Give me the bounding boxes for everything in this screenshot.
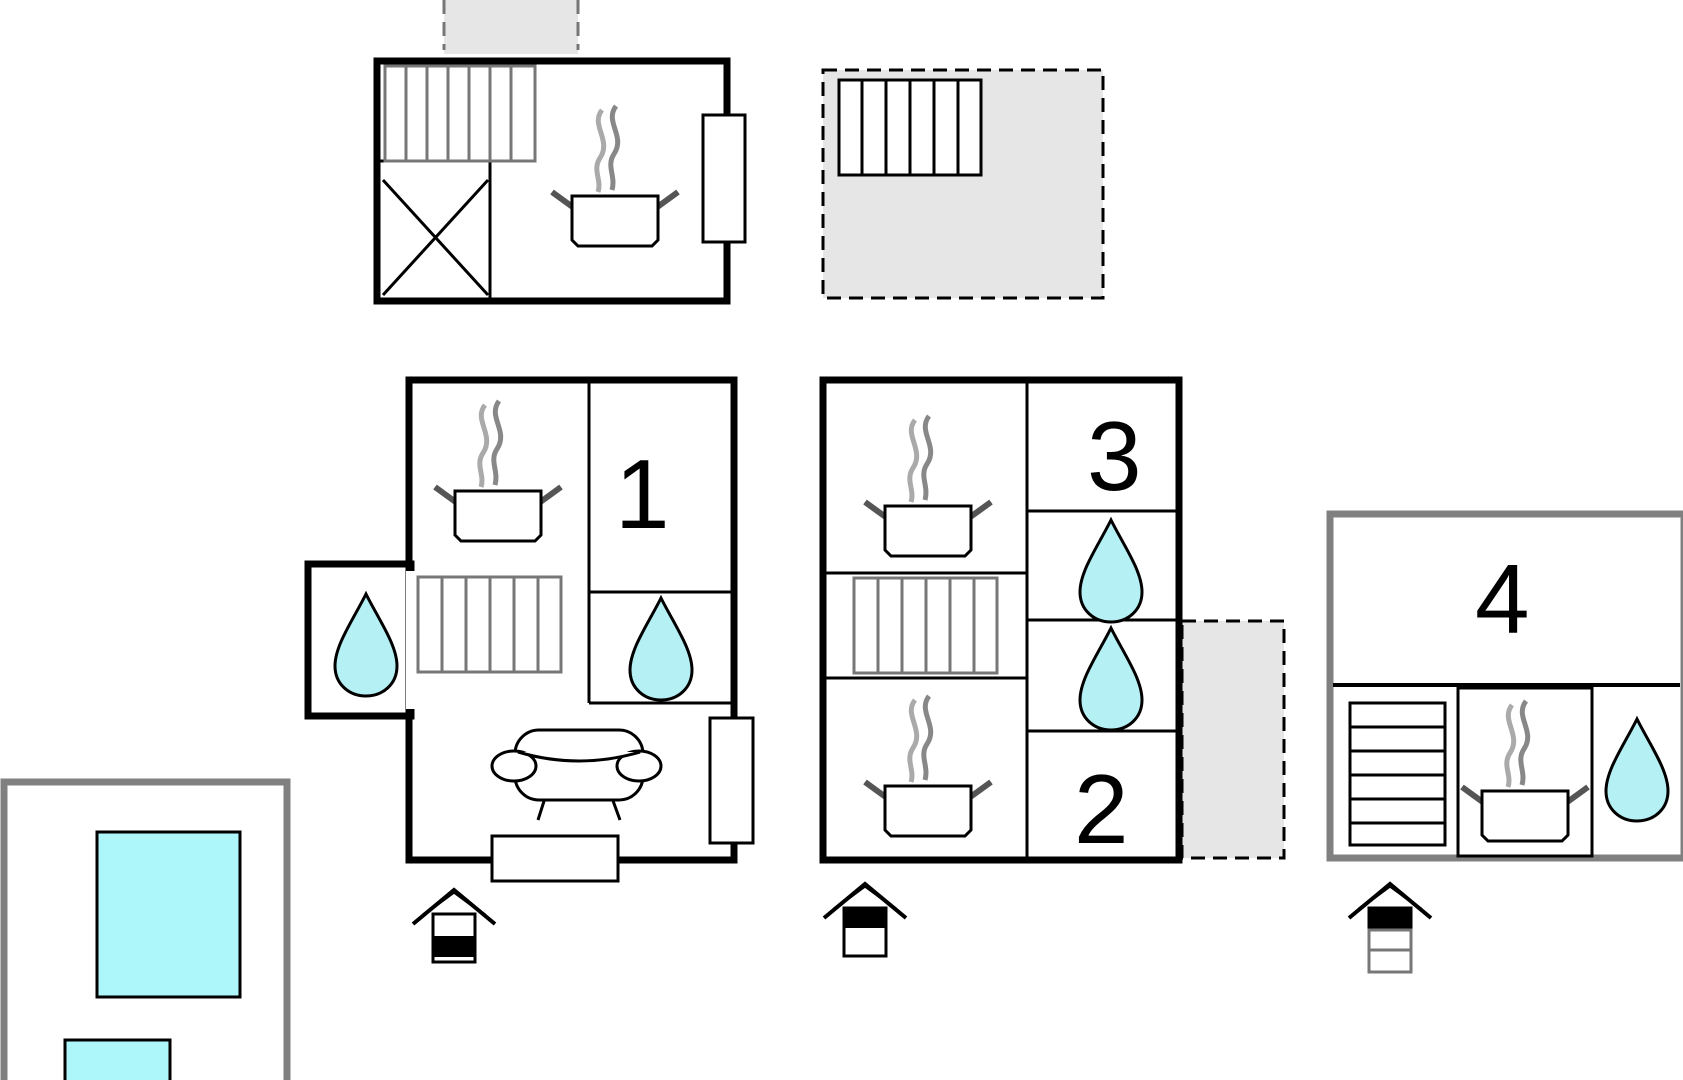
garden-walls <box>0 778 291 1080</box>
room-number-4: 4 <box>1475 544 1530 654</box>
bathroom-drop-icon <box>1604 717 1670 823</box>
terrace-house-2 <box>1180 619 1286 860</box>
house-4-walls <box>1326 510 1683 862</box>
house-2-3-walls <box>819 376 1183 864</box>
bathroom-drop-icon <box>333 592 399 698</box>
pool-icon <box>95 830 242 999</box>
window-icon <box>708 716 755 845</box>
room-number-2: 2 <box>1074 754 1129 864</box>
stairs-icon <box>837 78 983 177</box>
bathroom-drop-icon <box>628 596 694 702</box>
window-icon <box>490 834 620 883</box>
entrance-icon <box>822 882 908 958</box>
stairs-icon <box>1348 701 1447 847</box>
entrance-icon <box>1347 882 1433 974</box>
upper-terrace-right <box>821 68 1105 300</box>
kitchen-pot-icon <box>435 401 561 541</box>
bathroom-drop-icon <box>1078 626 1144 732</box>
pool-area <box>0 778 291 1080</box>
stairs-icon <box>416 575 563 674</box>
kitchen-pot-icon <box>552 106 678 246</box>
bathroom-drop-icon <box>1078 518 1144 624</box>
stairs-icon <box>852 576 999 675</box>
window-icon <box>701 113 747 244</box>
kitchen-pot-icon <box>865 696 991 836</box>
house-4: 4 <box>1326 510 1683 974</box>
void-cross-icon <box>381 178 490 297</box>
kitchen-pot-icon <box>865 416 991 556</box>
kitchen-pot-icon <box>1462 701 1588 841</box>
stairs-icon <box>383 64 537 163</box>
entrance-icon <box>411 888 497 964</box>
room-number-1: 1 <box>615 439 670 549</box>
room-number-3: 3 <box>1087 401 1142 511</box>
terrace-upper <box>444 0 578 54</box>
pool-icon <box>63 1038 172 1080</box>
house-1: 1 <box>304 376 755 964</box>
sofa-icon <box>490 728 663 821</box>
upper-floor-left <box>373 0 747 305</box>
house-2-3: 3 2 <box>819 376 1286 958</box>
